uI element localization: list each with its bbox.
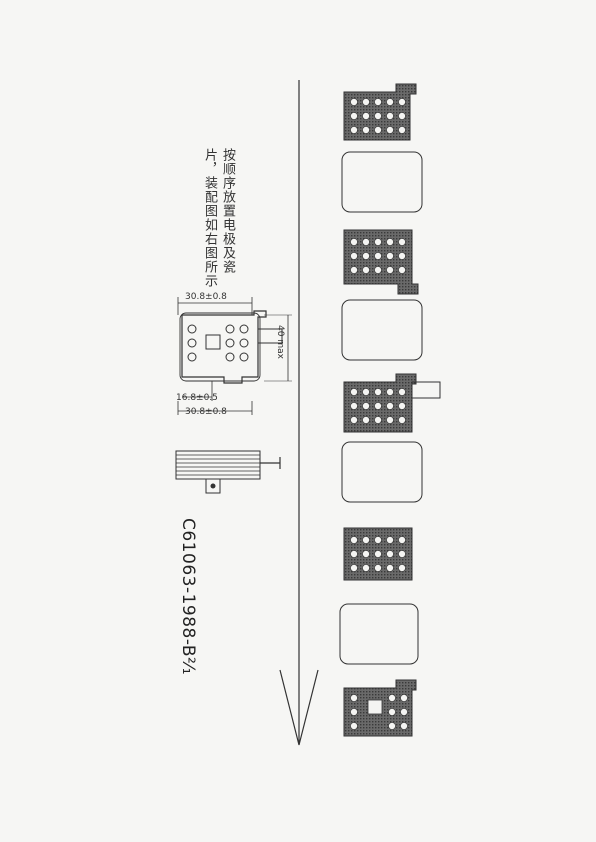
electrode-5	[343, 679, 417, 737]
ceramic-plate-1	[341, 151, 423, 213]
drawing-code: C61063-1988-B²⁄₁	[178, 518, 198, 676]
assembly-drawing	[177, 297, 292, 415]
assembly-stack	[339, 83, 441, 737]
instruction-text: 按顺序放置电极及瓷 片，装配图如右图所示	[200, 148, 236, 288]
ceramic-plate-4	[339, 603, 419, 665]
instruction-line-2: 片，装配图如右图所示	[202, 148, 217, 288]
electrode-outline	[181, 310, 267, 384]
dim-inner-width: 16.8±0.5	[176, 393, 218, 403]
dim-top-width: 30.8±0.8	[185, 292, 227, 302]
dim-bottom-width: 30.8±0.8	[185, 407, 227, 417]
electrode-2	[343, 229, 419, 295]
ceramic-plate-2	[341, 299, 423, 361]
stack-side-view	[175, 450, 281, 494]
electrode-3	[343, 373, 441, 433]
instruction-line-1: 按顺序放置电极及瓷	[220, 148, 235, 274]
dim-height-max: 40 max	[275, 325, 285, 359]
electrode-4	[343, 527, 413, 581]
electrode-1	[343, 83, 417, 141]
ceramic-plate-3	[341, 441, 423, 503]
direction-arrow	[279, 80, 319, 746]
